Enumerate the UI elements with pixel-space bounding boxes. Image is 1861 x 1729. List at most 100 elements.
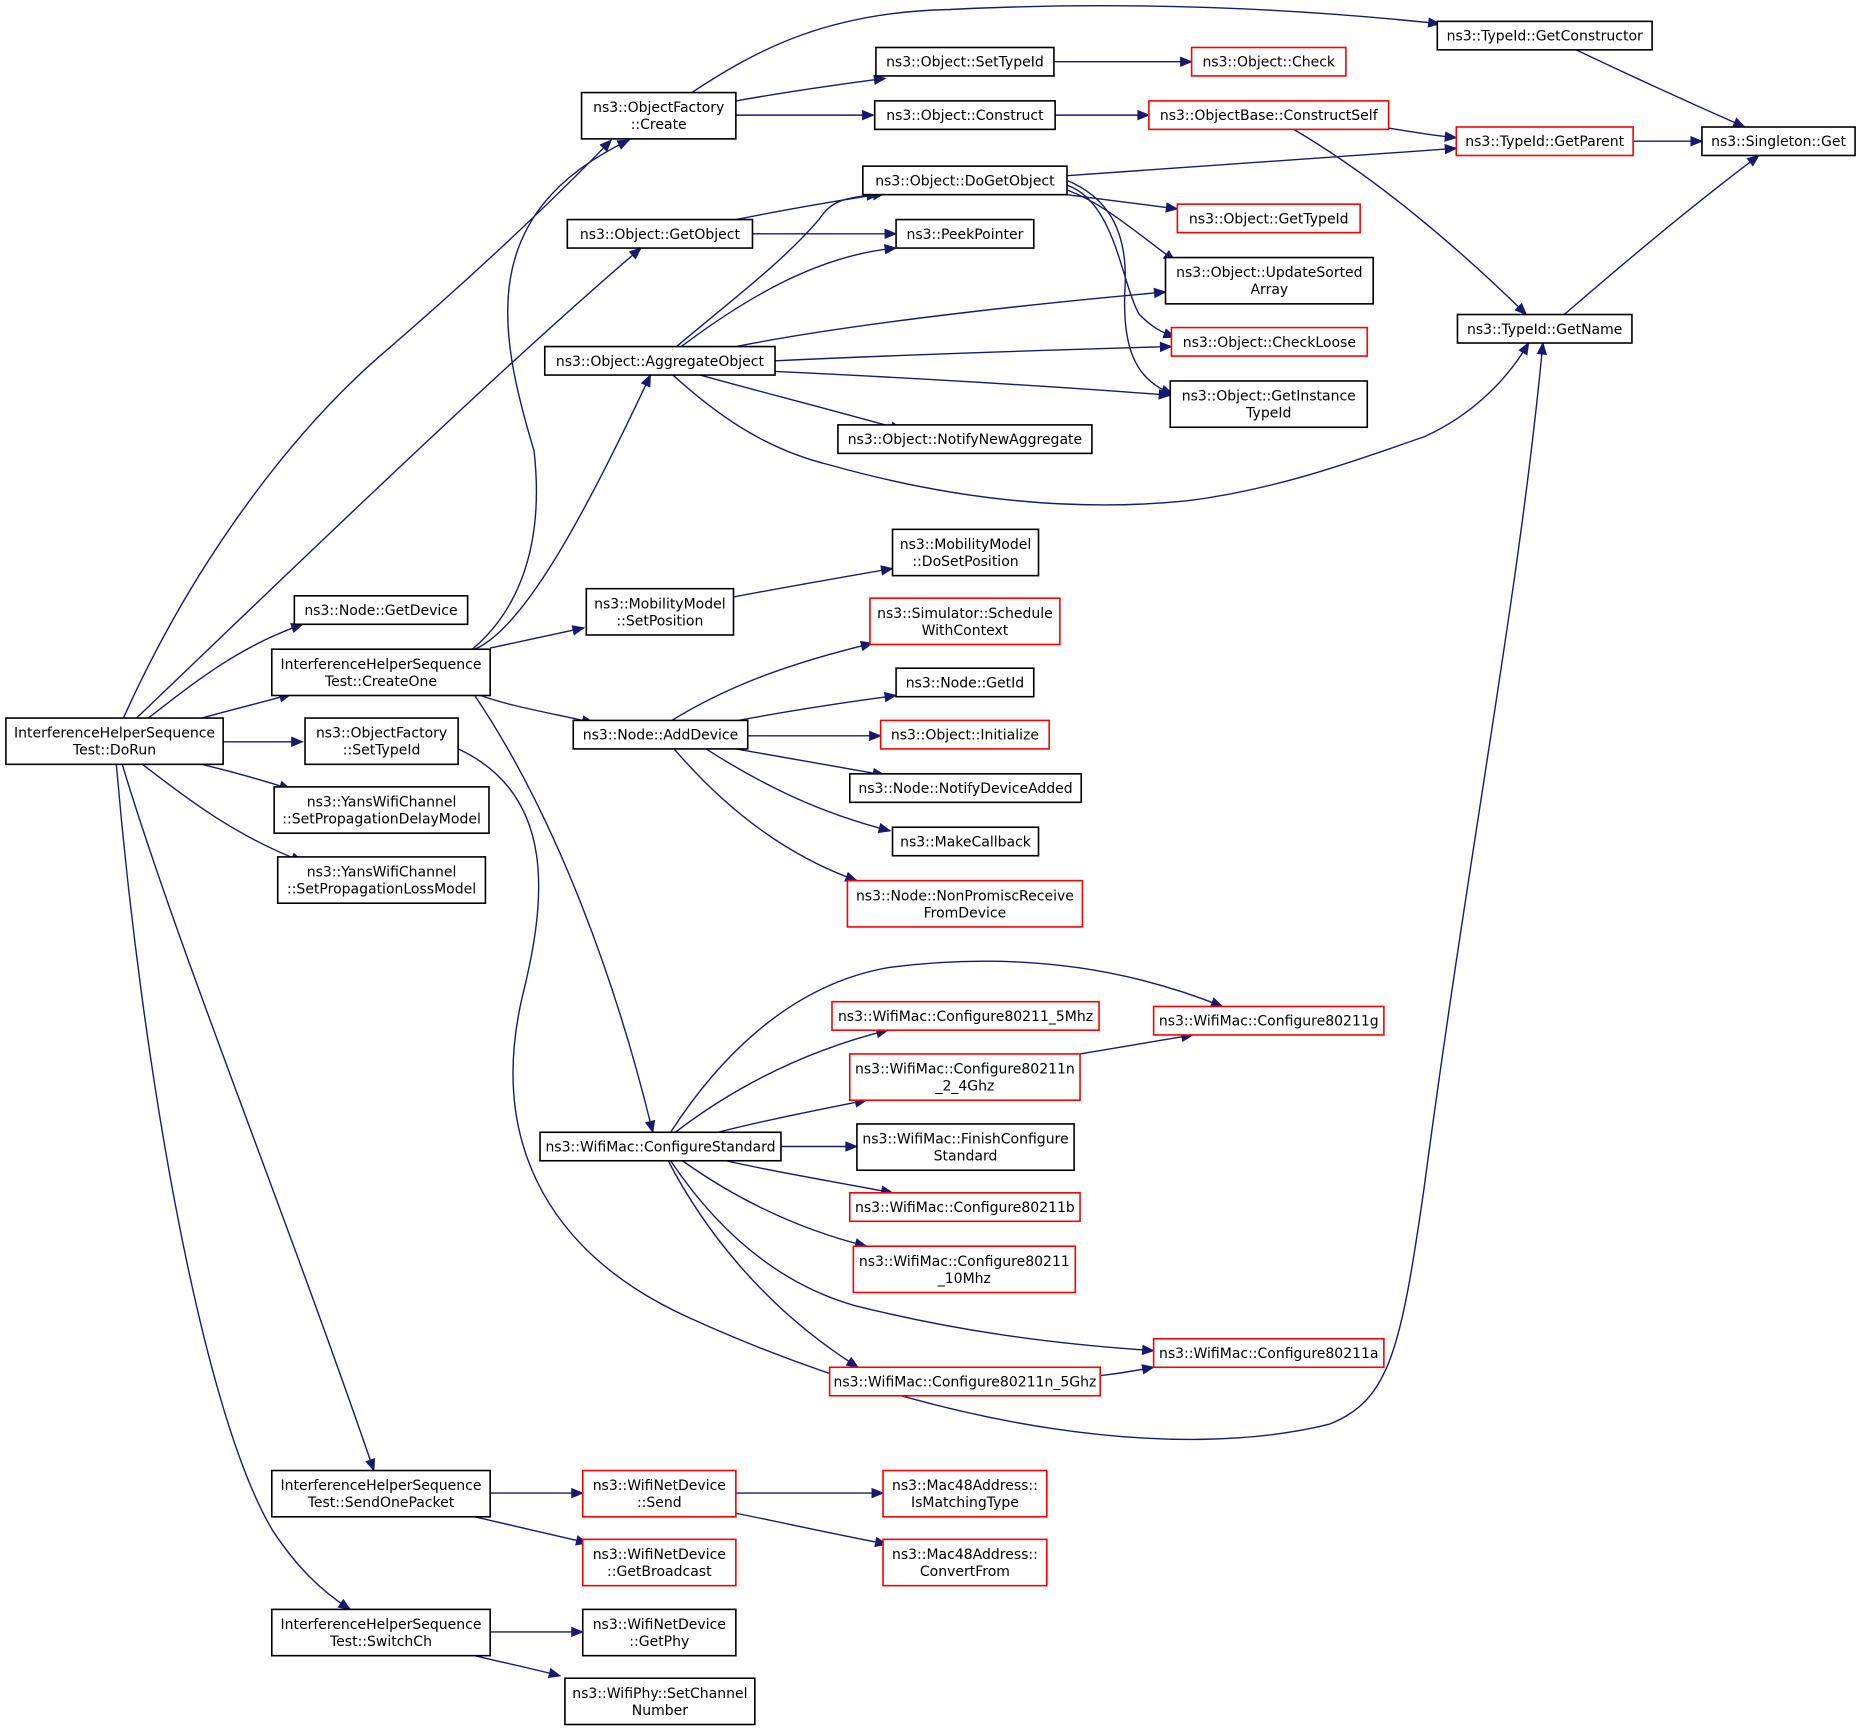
node-getobject[interactable]: ns3::Object::GetObject: [566, 218, 754, 249]
edge-line: [123, 140, 611, 718]
node-label-line: FromDevice: [924, 905, 1007, 921]
arrowhead: [845, 1356, 860, 1368]
node-obj_settypeid[interactable]: ns3::Object::SetTypeId: [875, 46, 1055, 77]
node-box: [585, 587, 735, 636]
node-obj_initialize[interactable]: ns3::Object::Initialize: [879, 719, 1050, 750]
node-label-line: InterferenceHelperSequence: [280, 1478, 481, 1494]
node-label-line: ::GetPhy: [629, 1634, 689, 1650]
node-box: [837, 424, 1093, 455]
node-wnd_send[interactable]: ns3::WifiNetDevice::Send: [581, 1469, 737, 1518]
arrowhead: [1444, 143, 1458, 155]
node-cfg_b[interactable]: ns3::WifiMac::Configure80211b: [848, 1191, 1081, 1223]
node-setproploss[interactable]: ns3::YansWifiChannel::SetPropagationLoss…: [276, 856, 487, 905]
node-peekpointer[interactable]: ns3::PeekPointer: [895, 218, 1035, 249]
node-label-line: _2_4Ghz: [934, 1079, 994, 1095]
edge-line: [736, 1513, 887, 1544]
edge-line: [148, 624, 302, 718]
edge-line: [1294, 129, 1527, 314]
node-label-line: ns3::Object::GetInstance: [1182, 389, 1356, 405]
node-createone[interactable]: InterferenceHelperSequenceTest::CreateOn…: [270, 648, 491, 697]
node-getdevice[interactable]: ns3::Node::GetDevice: [293, 595, 469, 626]
node-notifynewaggregate[interactable]: ns3::Object::NotifyNewAggregate: [837, 424, 1093, 455]
node-obj_gettypeid[interactable]: ns3::Object::GetTypeId: [1176, 203, 1361, 234]
node-cfg_g[interactable]: ns3::WifiMac::Configure80211g: [1152, 1005, 1385, 1036]
edge-line: [674, 749, 857, 881]
node-dogetobject[interactable]: ns3::Object::DoGetObject: [862, 165, 1068, 196]
node-label-line: ns3::WifiMac::Configure80211b: [855, 1200, 1075, 1216]
node-cfg_5mhz[interactable]: ns3::WifiMac::Configure80211_5Mhz: [831, 1000, 1100, 1031]
edge-switchch-to-setchannelnumber: [475, 1656, 562, 1679]
edge-aggregateobject-to-checkloose: [775, 341, 1173, 360]
edge-line: [672, 643, 873, 720]
node-adddevice[interactable]: ns3::Node::AddDevice: [572, 719, 749, 750]
edge-line: [1576, 50, 1745, 127]
node-label-line: ns3::Object::Construct: [886, 108, 1044, 124]
node-configurestandard[interactable]: ns3::WifiMac::ConfigureStandard: [539, 1131, 782, 1162]
edge-adddevice-to-schedulewithcontext: [672, 640, 874, 720]
node-ismatchingtype[interactable]: ns3::Mac48Address::IsMatchingType: [882, 1469, 1048, 1518]
edge-aggregateobject-to-notifynewaggregate: [700, 375, 904, 432]
edge-aggregateobject-to-getinstancetypeid: [775, 371, 1172, 400]
node-cfg_10mhz[interactable]: ns3::WifiMac::Configure80211_10Mhz: [852, 1245, 1077, 1294]
node-mm_dosetposition[interactable]: ns3::MobilityModel::DoSetPosition: [891, 528, 1040, 577]
node-label-line: ns3::Node::GetDevice: [304, 603, 457, 619]
node-box: [1152, 1005, 1385, 1036]
node-cfg_n5[interactable]: ns3::WifiMac::Configure80211n_5Ghz: [828, 1366, 1102, 1397]
edge-aggregateobject-to-peekpointer: [681, 243, 898, 347]
node-label-line: ns3::WifiMac::Configure80211: [859, 1254, 1070, 1270]
node-of_create[interactable]: ns3::ObjectFactory::Create: [580, 91, 737, 140]
arrowhead: [873, 74, 887, 86]
node-checkloose[interactable]: ns3::Object::CheckLoose: [1170, 326, 1369, 357]
node-setpropdelay[interactable]: ns3::YansWifiChannel::SetPropagationDela…: [273, 786, 490, 834]
node-singleton_get[interactable]: ns3::Singleton::Get: [1701, 126, 1856, 157]
node-of_settypeid[interactable]: ns3::ObjectFactory::SetTypeId: [304, 717, 459, 766]
edge-line: [1067, 148, 1456, 175]
arrowhead: [884, 243, 898, 255]
edge-wnd_send-to-ismatchingtype: [736, 1487, 885, 1499]
node-box: [882, 1538, 1048, 1587]
node-constructself[interactable]: ns3::ObjectBase::ConstructSelf: [1148, 100, 1390, 131]
node-cfg_a[interactable]: ns3::WifiMac::Configure80211a: [1152, 1337, 1385, 1369]
node-getname[interactable]: ns3::TypeId::GetName: [1456, 313, 1633, 344]
edge-line: [677, 195, 879, 347]
arrowhead: [884, 228, 898, 240]
arrowhead: [616, 139, 631, 150]
node-mm_setposition[interactable]: ns3::MobilityModel::SetPosition: [585, 587, 735, 636]
arrowhead: [1137, 109, 1151, 121]
node-convertfrom[interactable]: ns3::Mac48Address::ConvertFrom: [882, 1538, 1048, 1587]
node-obj_check[interactable]: ns3::Object::Check: [1190, 46, 1347, 77]
node-makecallback[interactable]: ns3::MakeCallback: [891, 826, 1040, 857]
node-label-line: ns3::YansWifiChannel: [307, 795, 457, 811]
edge-line: [675, 1030, 887, 1132]
node-notifydeviceadded[interactable]: ns3::Node::NotifyDeviceAdded: [848, 773, 1083, 804]
edge-dogetobject-to-checkloose: [1067, 185, 1177, 339]
arrowhead: [571, 1487, 585, 1499]
node-wnd_getphy[interactable]: ns3::WifiNetDevice::GetPhy: [581, 1608, 737, 1657]
node-sendonepacket[interactable]: InterferenceHelperSequenceTest::SendOneP…: [270, 1469, 491, 1518]
arrowhead: [869, 730, 882, 742]
arrowhead: [1141, 1364, 1155, 1375]
node-obj_construct[interactable]: ns3::Object::Construct: [873, 100, 1056, 131]
node-cfg_n24[interactable]: ns3::WifiMac::Configure80211n_2_4Ghz: [848, 1053, 1081, 1102]
node-getparent[interactable]: ns3::TypeId::GetParent: [1455, 126, 1634, 157]
edge-configurestandard-to-cfg_n5: [668, 1161, 860, 1368]
edge-adddevice-to-obj_initialize: [748, 730, 882, 742]
node-aggregateobject[interactable]: ns3::Object::AggregateObject: [543, 345, 776, 376]
node-wnd_getbroadcast[interactable]: ns3::WifiNetDevice::GetBroadcast: [581, 1538, 737, 1587]
node-label-line: ns3::Object::GetObject: [580, 227, 741, 243]
node-node_getid[interactable]: ns3::Node::GetId: [895, 667, 1035, 698]
node-getconstructor[interactable]: ns3::TypeId::GetConstructor: [1436, 20, 1653, 51]
edge-of_create-to-getconstructor: [692, 6, 1441, 93]
edge-of_create-to-obj_construct: [736, 109, 875, 121]
edge-line: [718, 1100, 866, 1132]
node-label-line: ns3::WifiMac::Configure80211_5Mhz: [838, 1009, 1093, 1025]
node-box: [856, 1123, 1075, 1172]
